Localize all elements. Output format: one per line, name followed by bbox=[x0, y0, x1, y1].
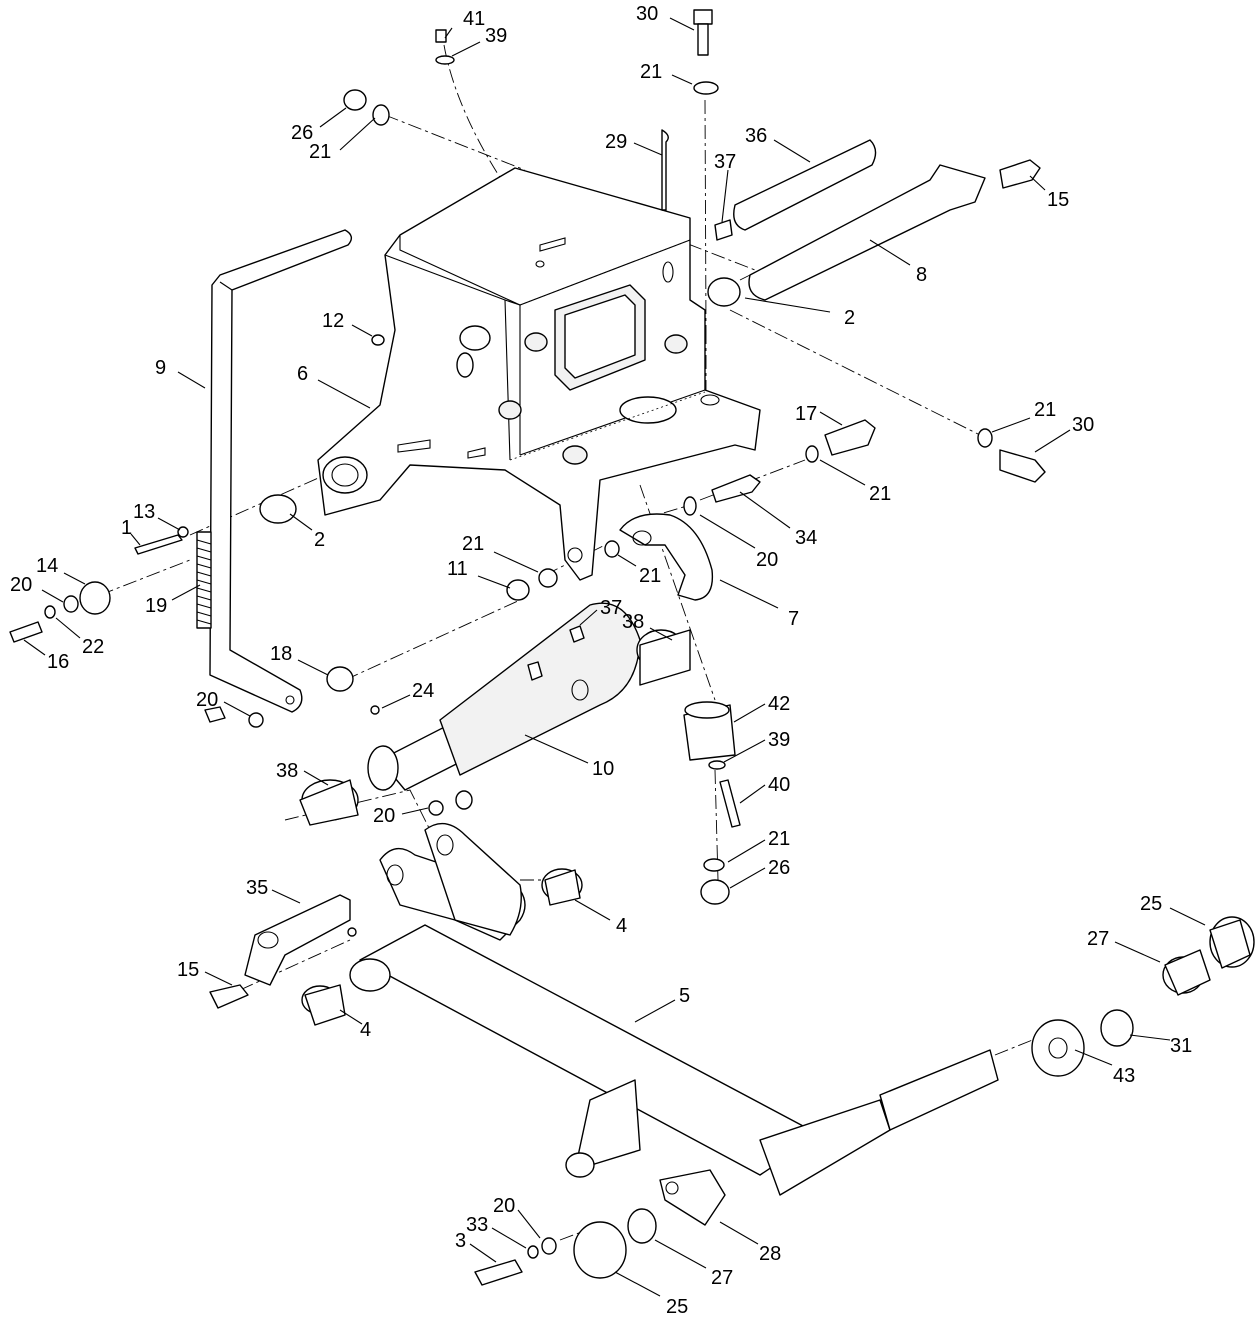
callout-20-bottom: 20 bbox=[493, 1195, 515, 1217]
callout-1: 1 bbox=[121, 517, 132, 539]
callout-39-top: 39 bbox=[485, 25, 507, 47]
callout-18: 18 bbox=[270, 643, 292, 665]
callout-27-right: 27 bbox=[1087, 928, 1109, 950]
link-plate bbox=[619, 513, 714, 601]
left-hardware bbox=[9, 494, 620, 728]
callout-7: 7 bbox=[788, 608, 799, 630]
callout-4-right: 4 bbox=[616, 915, 627, 937]
callout-15-lower: 15 bbox=[177, 959, 199, 981]
callout-5: 5 bbox=[679, 985, 690, 1007]
callout-21-top: 21 bbox=[640, 61, 662, 83]
callout-30-top: 30 bbox=[636, 3, 658, 25]
spring bbox=[196, 531, 212, 629]
callout-19: 19 bbox=[145, 595, 167, 617]
callout-20-handle: 20 bbox=[196, 689, 218, 711]
handle-rod bbox=[209, 229, 353, 713]
callout-14: 14 bbox=[36, 555, 58, 577]
callout-26-lower: 26 bbox=[768, 857, 790, 879]
callout-17: 17 bbox=[795, 403, 817, 425]
callout-21-mid-right: 21 bbox=[869, 483, 891, 505]
callout-22: 22 bbox=[82, 636, 104, 658]
callout-20-right: 20 bbox=[756, 549, 778, 571]
callout-21-left: 21 bbox=[309, 141, 331, 163]
callout-39-lower: 39 bbox=[768, 729, 790, 751]
callout-43: 43 bbox=[1113, 1065, 1135, 1087]
callout-30-right: 30 bbox=[1072, 414, 1094, 436]
top-hardware bbox=[343, 9, 1046, 516]
callout-40: 40 bbox=[768, 774, 790, 796]
callout-37-mid: 37 bbox=[600, 597, 622, 619]
pivot-tube bbox=[299, 602, 691, 826]
callout-10: 10 bbox=[592, 758, 614, 780]
callout-41: 41 bbox=[463, 8, 485, 30]
callout-8: 8 bbox=[916, 264, 927, 286]
callout-15-top: 15 bbox=[1047, 189, 1069, 211]
callout-21-link: 21 bbox=[639, 565, 661, 587]
callout-2-top: 2 bbox=[844, 307, 855, 329]
callout-21-right: 21 bbox=[1034, 399, 1056, 421]
callout-24: 24 bbox=[412, 680, 434, 702]
callout-13: 13 bbox=[133, 501, 155, 523]
callout-29: 29 bbox=[605, 131, 627, 153]
callout-27-bottom: 27 bbox=[711, 1267, 733, 1289]
callout-31: 31 bbox=[1170, 1035, 1192, 1057]
callout-37-top: 37 bbox=[714, 151, 736, 173]
callout-20-tube: 20 bbox=[373, 805, 395, 827]
callout-21-center: 21 bbox=[462, 533, 484, 555]
main-bracket bbox=[317, 167, 761, 581]
callout-25-bottom: 25 bbox=[666, 1296, 688, 1318]
callouts: 41 39 30 21 26 21 29 36 37 15 8 2 12 9 6… bbox=[10, 3, 1206, 1318]
callout-28: 28 bbox=[759, 1243, 781, 1265]
main-shaft bbox=[301, 916, 1255, 1196]
callout-11: 11 bbox=[447, 558, 468, 580]
callout-25-right: 25 bbox=[1140, 893, 1162, 915]
callout-6: 6 bbox=[297, 363, 308, 385]
callout-38-left: 38 bbox=[276, 760, 298, 782]
callout-42: 42 bbox=[768, 693, 790, 715]
callout-26-top: 26 bbox=[291, 122, 313, 144]
callout-21-damper: 21 bbox=[768, 828, 790, 850]
bottom-hardware bbox=[474, 1169, 726, 1286]
lower-linkage bbox=[209, 822, 583, 1009]
callout-34: 34 bbox=[795, 527, 817, 549]
callout-35: 35 bbox=[246, 877, 268, 899]
callout-3: 3 bbox=[455, 1230, 466, 1252]
callout-9: 9 bbox=[155, 357, 166, 379]
callout-12: 12 bbox=[322, 310, 344, 332]
callout-36: 36 bbox=[745, 125, 767, 147]
callout-16: 16 bbox=[47, 651, 69, 673]
callout-38-top: 38 bbox=[622, 611, 644, 633]
callout-2-left: 2 bbox=[314, 529, 325, 551]
callout-20-left: 20 bbox=[10, 574, 32, 596]
damper bbox=[428, 701, 741, 905]
callout-4-left: 4 bbox=[360, 1019, 371, 1041]
callout-33: 33 bbox=[466, 1214, 488, 1236]
